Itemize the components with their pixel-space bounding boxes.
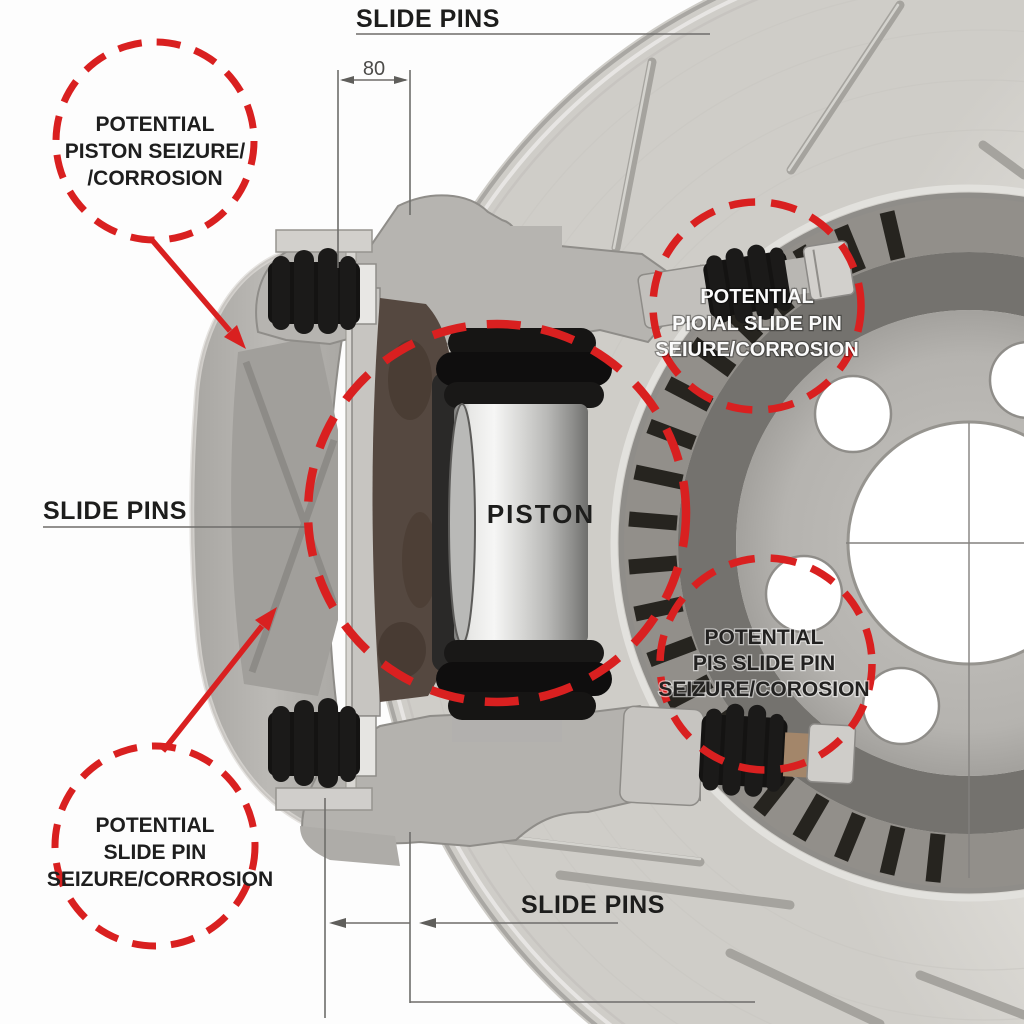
piston-boot-rings-bottom	[436, 640, 612, 720]
lug-hole	[988, 340, 1024, 420]
callout-text-piston-seizure: POTENTIAL PISTON SEIZURE/ /CORROSION	[65, 113, 246, 190]
piston-label: PISTON	[487, 499, 595, 529]
callout-circle-lower-right-pin	[656, 554, 876, 774]
caliper-ribs	[242, 360, 338, 674]
pin-sleeve	[619, 705, 705, 807]
callout-circle-piston-seizure	[52, 38, 258, 244]
rotor-step-ring-light	[610, 184, 1024, 902]
piston-housing-top	[452, 226, 562, 334]
slide-pin-upper-left	[268, 229, 377, 334]
lug-hole	[764, 554, 844, 634]
pin-boot	[268, 248, 360, 334]
pin-bracket	[275, 229, 373, 253]
callout-line: SEIZURE/COROSION	[658, 678, 869, 701]
callout-circle-piston-area	[303, 319, 691, 707]
arrowhead-right-icon	[394, 76, 408, 84]
rotor-step-ring-dark	[618, 192, 1024, 894]
brake-caliper: PISTON	[189, 194, 701, 866]
pin-head-groove	[812, 249, 822, 298]
label-slide-pins-top: SLIDE PINS	[356, 5, 500, 33]
arrowhead-bottom2-icon	[419, 918, 436, 928]
callout-line: SEIZURE/CORROSION	[47, 868, 273, 891]
piston-face	[448, 403, 476, 645]
slide-pin-upper-right	[637, 240, 855, 329]
callout-line: POTENTIAL	[96, 113, 215, 136]
label-slide-pins-left: SLIDE PINS	[43, 497, 187, 525]
lug-hole	[813, 374, 893, 454]
callout-text-lower-left-pin: POTENTIAL SLIDE PIN SEIZURE/CORROSION	[47, 814, 273, 891]
pin-boot	[698, 703, 788, 797]
piston	[454, 404, 588, 644]
pin-boot	[703, 244, 793, 324]
lug-bolt-holes	[764, 340, 1024, 746]
pin-bracket	[275, 787, 373, 811]
arrow-to-caliper-bottom-icon	[160, 607, 277, 753]
callout-text-upper-right-pin: POTENTIAL PIOIAL SLIDE PIN SEIURE/CORROS…	[654, 285, 860, 363]
slide-pin-lower-left	[268, 698, 377, 811]
callout-line: SLIDE PIN	[104, 841, 207, 864]
caliper-recess	[231, 336, 338, 696]
pad-wear-mark	[402, 512, 438, 608]
callout-text-lower-right-pin: POTENTIAL PIS SLIDE PIN SEIZURE/COROSION	[657, 625, 871, 703]
callout-line: PISTON SEIZURE/	[65, 140, 246, 163]
callout-line: POTENTIAL	[705, 626, 824, 649]
piston-boot-rings-top	[436, 328, 612, 408]
callout-line: POTENTIAL	[96, 814, 215, 837]
callout-line: SEIURE/CORROSION	[655, 339, 858, 361]
callout-line: POTENTIAL	[700, 286, 813, 308]
arrowhead-left-icon	[340, 76, 354, 84]
arrow-to-caliper-top-icon	[149, 238, 246, 349]
callout-line: /CORROSION	[87, 167, 222, 190]
slide-pin-lower-right	[619, 703, 857, 807]
pin-boot	[268, 698, 360, 788]
callout-line: PIS SLIDE PIN	[693, 652, 835, 675]
pad-wear-mark	[388, 340, 432, 420]
slide-pins	[268, 229, 857, 811]
dimension-arrowheads	[329, 76, 436, 928]
callout-line: PIOIAL SLIDE PIN	[672, 313, 842, 335]
warning-annotations: POTENTIAL PISTON SEIZURE/ /CORROSION POT…	[47, 38, 876, 950]
label-dimension-80: 80	[363, 58, 385, 80]
callout-circle-upper-right-pin	[649, 198, 865, 414]
callout-circle-lower-left-pin	[51, 742, 259, 950]
label-slide-pins-bottom: SLIDE PINS	[521, 891, 665, 919]
pin-head	[806, 723, 857, 785]
arrowhead-bottom1-icon	[329, 918, 346, 928]
